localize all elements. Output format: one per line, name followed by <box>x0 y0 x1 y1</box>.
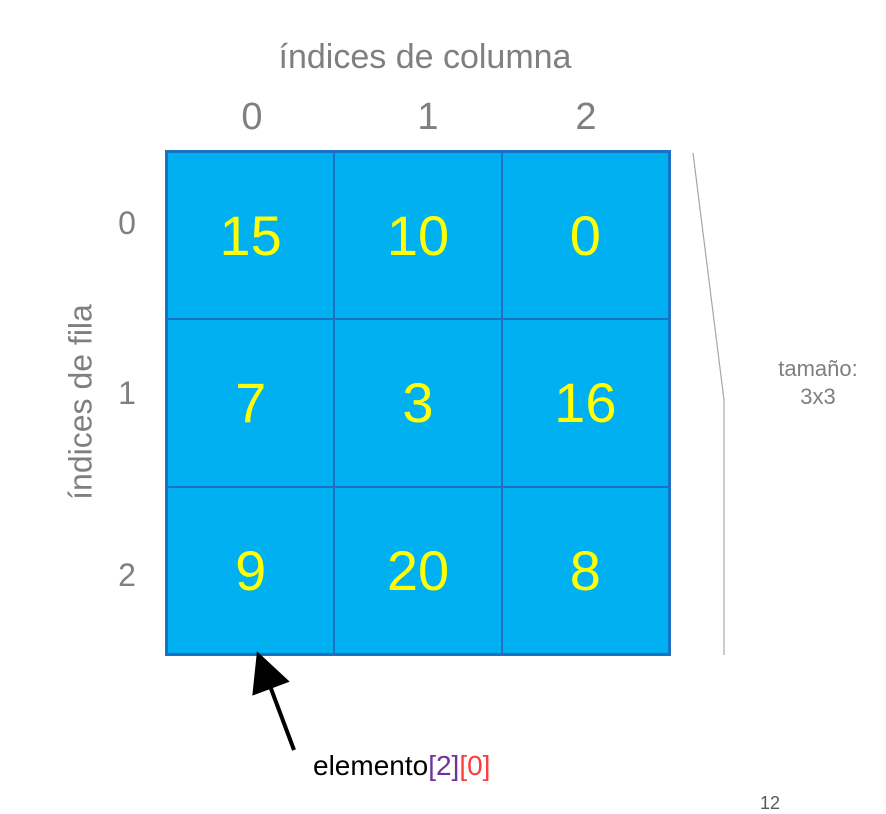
size-label: tamaño: 3x3 <box>750 355 886 411</box>
matrix-cell-0-2: 0 <box>501 152 669 320</box>
element-col-index: [0] <box>459 750 491 781</box>
size-bracket-line <box>692 152 725 655</box>
element-label-prefix: elemento <box>313 750 429 781</box>
matrix-cell-1-2: 16 <box>501 319 669 487</box>
size-label-line2: 3x3 <box>800 384 836 409</box>
row-index-0: 0 <box>118 205 136 241</box>
size-label-line1: tamaño: <box>778 356 858 381</box>
matrix-cell-0-1: 10 <box>334 152 502 320</box>
column-index-0: 0 <box>241 96 263 138</box>
row-index-2: 2 <box>118 557 136 593</box>
column-indices-title: índices de columna <box>278 38 572 76</box>
matrix-cell-0-0: 15 <box>167 152 335 320</box>
column-index-1: 1 <box>417 96 439 138</box>
matrix-cell-2-0: 9 <box>167 486 335 654</box>
matrix-cell-1-0: 7 <box>167 319 335 487</box>
page-number: 12 <box>760 793 781 813</box>
matrix-cell-2-1: 20 <box>334 486 502 654</box>
element-pointer-arrow <box>252 651 296 751</box>
row-index-1: 1 <box>118 375 136 411</box>
column-index-2: 2 <box>575 96 597 138</box>
element-row-index: [2] <box>428 750 460 781</box>
matrix-cell-2-2: 8 <box>501 486 669 654</box>
element-label: elemento[2][0] <box>313 750 490 782</box>
matrix-grid: 15 10 0 7 3 16 9 20 8 <box>165 150 671 656</box>
matrix-cell-1-1: 3 <box>334 319 502 487</box>
